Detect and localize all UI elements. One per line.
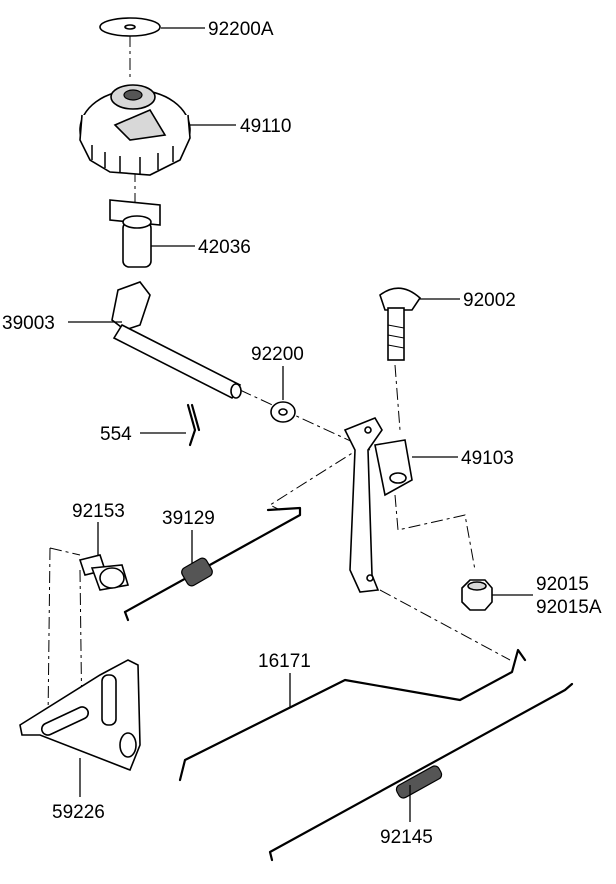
label-39003: 39003: [2, 313, 55, 334]
part-92145-spring[interactable]: [268, 682, 574, 862]
label-92200A: 92200A: [208, 19, 274, 40]
label-59226: 59226: [52, 802, 105, 823]
part-92200A-washer[interactable]: [99, 17, 161, 37]
label-92153: 92153: [72, 501, 125, 522]
label-49110: 49110: [240, 116, 291, 137]
label-92002: 92002: [463, 290, 516, 311]
part-49103-governor-lever[interactable]: [343, 417, 413, 593]
label-92015: 92015: [536, 574, 589, 595]
part-49110-governor-gear[interactable]: [79, 84, 191, 176]
label-92200: 92200: [251, 344, 304, 365]
leader-lines: [68, 27, 533, 822]
part-39003-governor-shaft[interactable]: [111, 281, 242, 400]
part-16171-throttle-rod[interactable]: [178, 648, 527, 782]
label-39129: 39129: [162, 508, 215, 529]
label-92015A: 92015A: [536, 597, 602, 618]
label-16171: 16171: [258, 651, 311, 672]
part-554-cotter-pin[interactable]: [186, 403, 201, 447]
part-92002-bolt[interactable]: [379, 287, 422, 361]
label-42036: 42036: [198, 237, 251, 258]
label-554: 554: [100, 424, 132, 445]
part-labels: 92200A 49110 42036 39003 92002 92200 554…: [2, 19, 602, 848]
label-92145: 92145: [380, 827, 433, 848]
part-92153-bolt[interactable]: [78, 554, 130, 591]
assembly-guide-lines: [47, 35, 511, 731]
label-49103: 49103: [461, 448, 514, 469]
part-42036-sleeve[interactable]: [109, 199, 161, 268]
part-39129-spring[interactable]: [123, 506, 302, 622]
part-59226-bracket[interactable]: [19, 659, 141, 772]
part-92015-nut[interactable]: [461, 579, 493, 611]
part-92200-washer[interactable]: [270, 401, 296, 423]
